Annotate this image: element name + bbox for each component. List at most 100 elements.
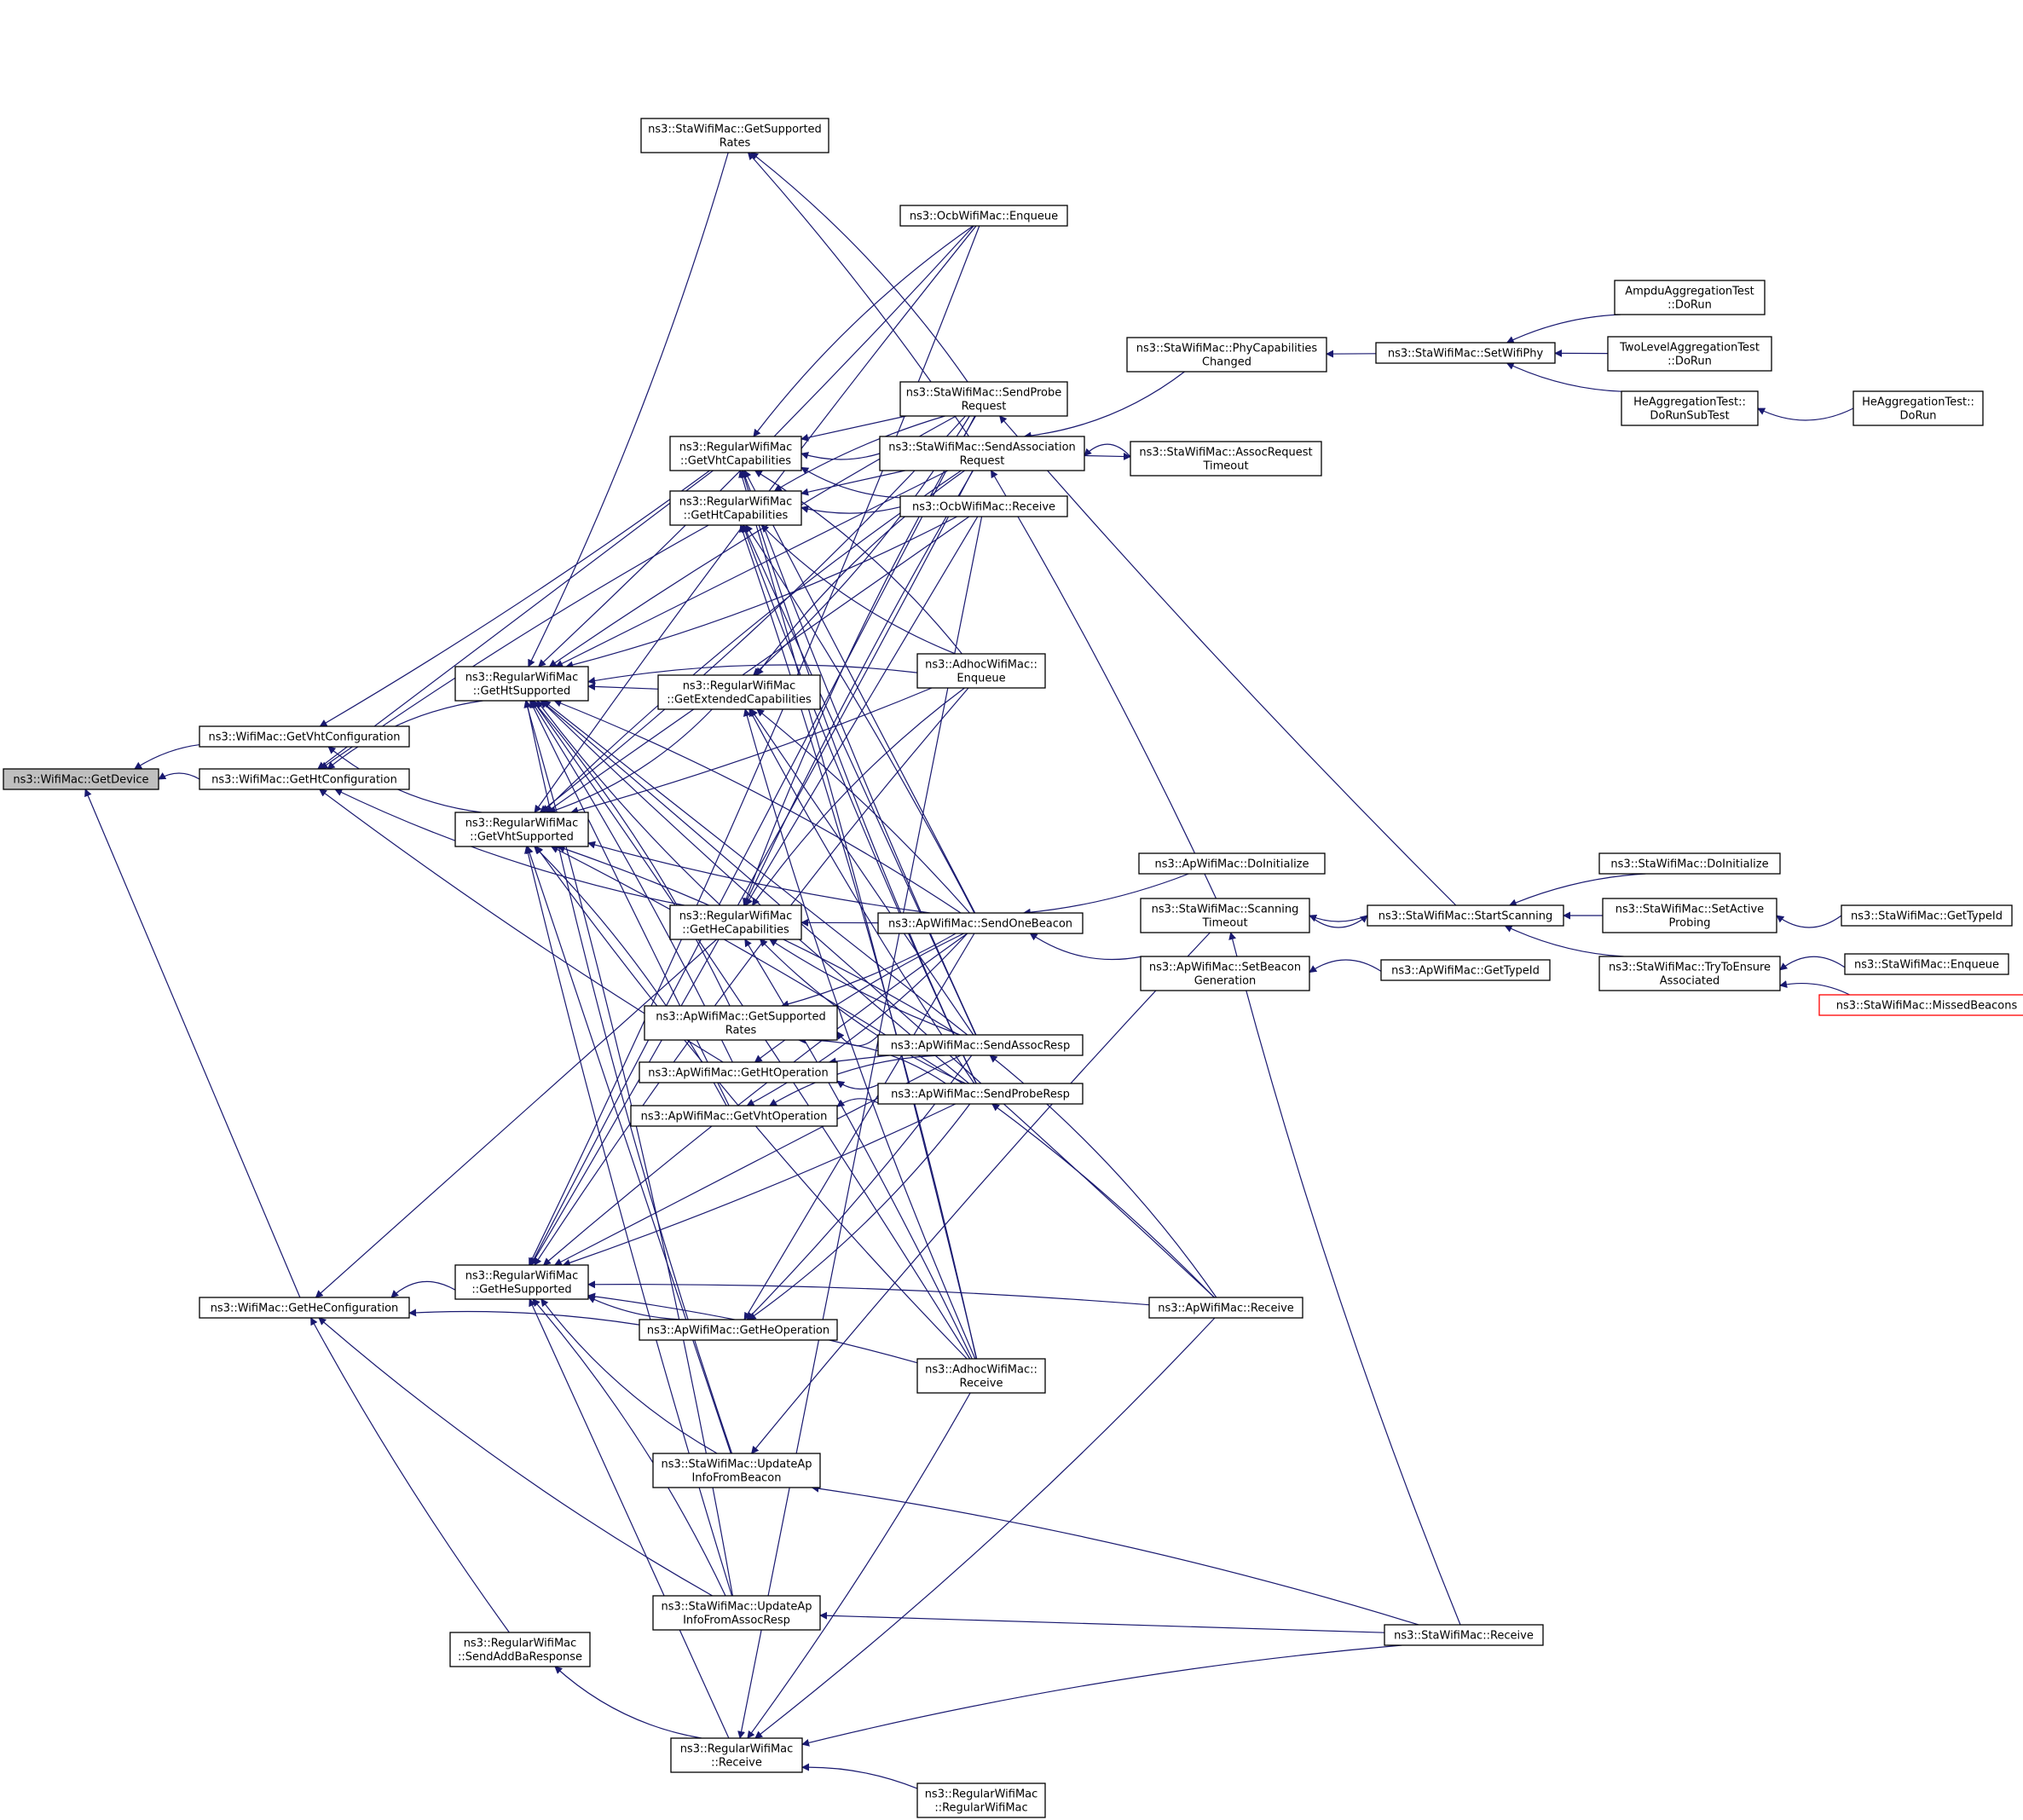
node-box[interactable]: [1841, 904, 2013, 927]
node-staenqueue[interactable]: ns3::StaWifiMac::Enqueue: [1844, 953, 2009, 975]
node-regreceive[interactable]: ns3::RegularWifiMac::Receive: [670, 1737, 803, 1773]
node-getvhtconf[interactable]: ns3::WifiMac::GetVhtConfiguration: [199, 725, 410, 748]
node-regctor[interactable]: ns3::RegularWifiMac::RegularWifiMac: [916, 1782, 1046, 1818]
node-box[interactable]: [454, 812, 589, 847]
node-box[interactable]: [652, 1453, 821, 1488]
node-apreceive[interactable]: ns3::ApWifiMac::Receive: [1148, 1297, 1303, 1319]
node-adhocreceive[interactable]: ns3::AdhocWifiMac::Receive: [916, 1358, 1046, 1394]
node-box[interactable]: [879, 436, 1085, 471]
node-gethecap[interactable]: ns3::RegularWifiMac::GetHeCapabilities: [669, 904, 802, 940]
node-box[interactable]: [199, 1297, 410, 1319]
node-adhocenqueue[interactable]: ns3::AdhocWifiMac::Enqueue: [916, 653, 1046, 689]
node-setwifiphy[interactable]: ns3::StaWifiMac::SetWifiPhy: [1375, 342, 1556, 364]
node-box[interactable]: [1384, 1624, 1544, 1646]
node-getdevice[interactable]: ns3::WifiMac::GetDevice: [3, 768, 159, 790]
node-apgetheop[interactable]: ns3::ApWifiMac::GetHeOperation: [639, 1319, 838, 1341]
node-apgethtop[interactable]: ns3::ApWifiMac::GetHtOperation: [639, 1061, 838, 1083]
node-box[interactable]: [916, 1782, 1046, 1818]
node-box[interactable]: [1621, 390, 1759, 426]
node-box[interactable]: [1607, 336, 1772, 372]
node-box[interactable]: [454, 1264, 589, 1300]
node-getvhtsupported[interactable]: ns3::RegularWifiMac::GetVhtSupported: [454, 812, 589, 847]
node-twoleveldorun[interactable]: TwoLevelAggregationTest::DoRun: [1607, 336, 1772, 372]
node-box[interactable]: [640, 118, 829, 153]
node-box[interactable]: [669, 436, 802, 471]
node-box[interactable]: [1375, 342, 1556, 364]
node-box[interactable]: [449, 1632, 591, 1667]
node-gethtsupported[interactable]: ns3::RegularWifiMac::GetHtSupported: [454, 666, 589, 702]
node-box[interactable]: [1138, 852, 1326, 875]
node-box[interactable]: [669, 904, 802, 940]
node-box[interactable]: [916, 653, 1046, 689]
node-box[interactable]: [199, 768, 410, 790]
node-ocbenqueue[interactable]: ns3::OcbWifiMac::Enqueue: [899, 205, 1068, 227]
node-sendaddba[interactable]: ns3::RegularWifiMac::SendAddBaResponse: [449, 1632, 591, 1667]
node-box[interactable]: [1367, 904, 1564, 927]
node-hedorun[interactable]: HeAggregationTest::DoRun: [1852, 390, 1984, 426]
node-box[interactable]: [1140, 898, 1310, 933]
node-box[interactable]: [899, 205, 1068, 227]
node-box[interactable]: [669, 490, 802, 526]
node-sendassocresp[interactable]: ns3::ApWifiMac::SendAssocResp: [877, 1034, 1084, 1056]
node-box[interactable]: [1818, 994, 2023, 1016]
node-box[interactable]: [916, 1358, 1046, 1394]
node-box[interactable]: [1598, 956, 1781, 991]
node-ocbreceive[interactable]: ns3::OcbWifiMac::Receive: [899, 495, 1068, 517]
node-getvhtcap[interactable]: ns3::RegularWifiMac::GetVhtCapabilities: [669, 436, 802, 471]
node-getextcap[interactable]: ns3::RegularWifiMac::GetExtendedCapabili…: [657, 674, 821, 710]
node-box[interactable]: [899, 495, 1068, 517]
node-missedbeacons[interactable]: ns3::StaWifiMac::MissedBeacons: [1818, 994, 2023, 1016]
node-apgettypeid[interactable]: ns3::ApWifiMac::GetTypeId: [1380, 959, 1551, 981]
node-box[interactable]: [1148, 1297, 1303, 1319]
node-box[interactable]: [1602, 898, 1777, 933]
node-box[interactable]: [1614, 280, 1766, 315]
node-startscanning[interactable]: ns3::StaWifiMac::StartScanning: [1367, 904, 1564, 927]
node-apdoinit[interactable]: ns3::ApWifiMac::DoInitialize: [1138, 852, 1326, 875]
node-box[interactable]: [639, 1061, 838, 1083]
node-box[interactable]: [639, 1319, 838, 1341]
node-box[interactable]: [877, 1034, 1084, 1056]
node-box[interactable]: [670, 1737, 803, 1773]
node-box[interactable]: [877, 1083, 1084, 1105]
node-box[interactable]: [1852, 390, 1984, 426]
node-box[interactable]: [630, 1105, 838, 1127]
node-box[interactable]: [644, 1005, 838, 1041]
node-sendonebeacon[interactable]: ns3::ApWifiMac::SendOneBeacon: [877, 912, 1084, 934]
node-gethtconf[interactable]: ns3::WifiMac::GetHtConfiguration: [199, 768, 410, 790]
node-box[interactable]: [1126, 337, 1327, 373]
node-box[interactable]: [1380, 959, 1551, 981]
node-gethtcap[interactable]: ns3::RegularWifiMac::GetHtCapabilities: [669, 490, 802, 526]
node-updateassoc[interactable]: ns3::StaWifiMac::UpdateApInfoFromAssocRe…: [652, 1595, 821, 1631]
node-box[interactable]: [899, 381, 1068, 417]
node-box[interactable]: [1598, 852, 1781, 875]
node-stadoinit[interactable]: ns3::StaWifiMac::DoInitialize: [1598, 852, 1781, 875]
node-ampdudorun[interactable]: AmpduAggregationTest::DoRun: [1614, 280, 1766, 315]
node-getheconf[interactable]: ns3::WifiMac::GetHeConfiguration: [199, 1297, 410, 1319]
node-box[interactable]: [454, 666, 589, 702]
node-box[interactable]: [1140, 956, 1310, 991]
node-box[interactable]: [1844, 953, 2009, 975]
node-box[interactable]: [657, 674, 821, 710]
node-box[interactable]: [3, 768, 159, 790]
node-gethesupported[interactable]: ns3::RegularWifiMac::GetHeSupported: [454, 1264, 589, 1300]
node-box[interactable]: [199, 725, 410, 748]
node-sendproberesp[interactable]: ns3::ApWifiMac::SendProbeResp: [877, 1083, 1084, 1105]
node-box[interactable]: [1130, 441, 1322, 477]
node-apgetvhtop[interactable]: ns3::ApWifiMac::GetVhtOperation: [630, 1105, 838, 1127]
node-box[interactable]: [652, 1595, 821, 1631]
node-hedorunsubtest[interactable]: HeAggregationTest::DoRunSubTest: [1621, 390, 1759, 426]
node-stareceive[interactable]: ns3::StaWifiMac::Receive: [1384, 1624, 1544, 1646]
node-box[interactable]: [877, 912, 1084, 934]
node-stagettypeid[interactable]: ns3::StaWifiMac::GetTypeId: [1841, 904, 2013, 927]
